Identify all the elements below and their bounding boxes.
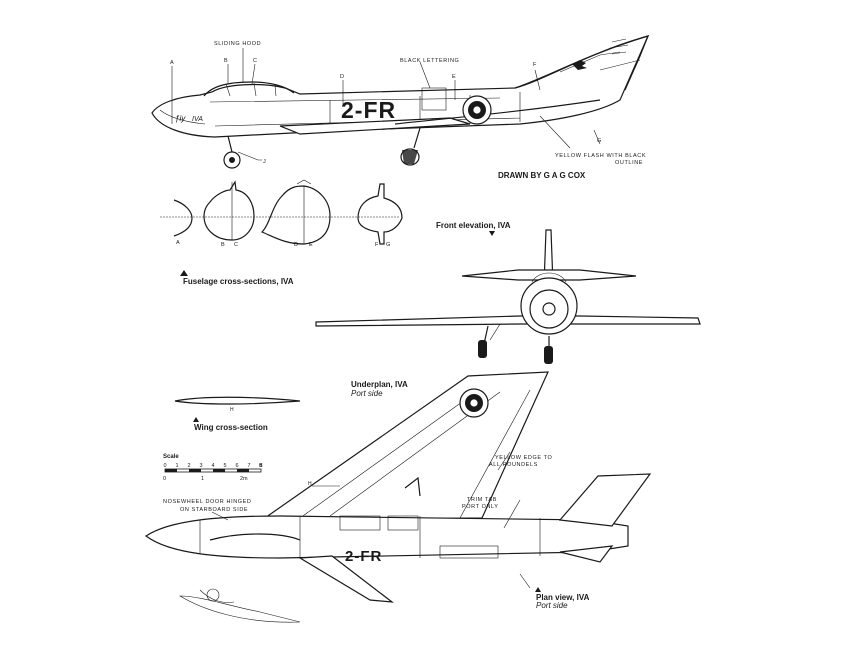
scale-ft-tick: 5 (224, 463, 227, 469)
side-letter-b: B (224, 58, 228, 64)
scale-ft-tick: 6 (236, 463, 239, 469)
section-letter-c: C (234, 242, 238, 248)
caption-marker-icon (180, 270, 188, 276)
section-a (173, 199, 193, 237)
label-trim-tab-1: TRIM TAB (467, 497, 497, 503)
plan-tailplane (558, 473, 652, 527)
plan-view-subcaption: Port side (536, 601, 568, 610)
plan-registration: 2-FR (345, 548, 382, 565)
section-d-e (260, 185, 331, 245)
plan-fuselage (144, 515, 629, 559)
scale-bar: Scale 0 1 2 3 4 5 6 7 8 ft 0 1 2m (163, 454, 263, 482)
front-elevation-caption: Front elevation, IVA (436, 221, 511, 230)
side-letter-j: J (263, 159, 266, 165)
wing-roundel-icon (459, 388, 489, 418)
label-sliding-hood: SLIDING HOOD (214, 41, 261, 47)
side-view: 2-FR ƒiy IVA SLIDING HOOD BLACK LETTERIN… (151, 35, 650, 169)
side-wing (279, 117, 471, 135)
section-letter-a: A (176, 240, 180, 246)
wing-section-caption: Wing cross-section (194, 423, 268, 432)
side-registration: 2-FR (341, 97, 396, 123)
plan-letter-h: H (308, 481, 312, 487)
wing-profile (174, 396, 301, 405)
scale-ft-tick: 4 (212, 463, 215, 469)
label-trim-tab-2: PORT ONLY (462, 504, 499, 510)
underplan-subcaption: Port side (351, 389, 383, 398)
credit-text: DRAWN BY G A G COX (498, 171, 586, 180)
side-tail-fin (514, 35, 650, 91)
nose-script: ƒiy (175, 114, 186, 123)
front-fuselage (520, 277, 578, 335)
label-nosewheel-door-1: NOSEWHEEL DOOR HINGED (163, 499, 252, 505)
label-black-lettering: BLACK LETTERING (400, 58, 459, 64)
front-wings (315, 315, 701, 327)
tail-emblem-icon (572, 60, 587, 70)
caption-marker-icon (193, 417, 199, 422)
label-yellow-edge-2: ALL ROUNDELS (489, 462, 538, 468)
caption-marker-icon (535, 587, 541, 592)
section-letter-b: B (221, 242, 225, 248)
scale-m-1: 1 (201, 476, 204, 482)
label-yellow-flash-2: OUTLINE (615, 160, 643, 166)
cross-sections-caption: Fuselage cross-sections, IVA (183, 277, 294, 286)
wing-letter-h: H (230, 407, 234, 413)
scale-m-0: 0 (163, 476, 166, 482)
plan-view-caption: Plan view, IVA (536, 593, 590, 602)
section-letter-d: D (294, 242, 298, 248)
scale-ft-tick: 2 (188, 463, 191, 469)
label-yellow-edge-1: YELLOW EDGE TO (495, 455, 553, 461)
section-b-c (203, 180, 255, 241)
scale-m-2: 2m (240, 476, 248, 482)
side-nose-gear (223, 135, 262, 169)
section-f-g (357, 183, 403, 245)
section-letter-e: E (309, 242, 313, 248)
front-view (315, 229, 701, 364)
side-roundel-icon (462, 95, 492, 125)
plan-wing (260, 371, 549, 521)
side-main-gear (400, 127, 421, 166)
scale-ft-tick: 3 (200, 463, 203, 469)
scale-ft-unit: ft (259, 463, 263, 469)
underplan-caption: Underplan, IVA (351, 380, 408, 389)
side-letter-g: G (597, 138, 601, 144)
caption-marker-icon (489, 231, 495, 236)
plan-view: 2-FR YELLOW EDGE TO ALL ROUNDELS NOSEWHE… (144, 371, 652, 623)
wing-section: H (174, 396, 301, 413)
side-letter-a: A (170, 60, 174, 66)
label-nosewheel-door-2: ON STARBOARD SIDE (180, 507, 248, 513)
label-yellow-flash-1: YELLOW FLASH WITH BLACK (555, 153, 646, 159)
scale-title: Scale (163, 454, 179, 460)
side-letter-e: E (452, 74, 456, 80)
side-letter-f: F (533, 62, 537, 68)
section-letter-f: F (375, 242, 379, 248)
scale-ft-tick: 8 (260, 463, 263, 469)
side-letter-c: C (253, 58, 257, 64)
nose-script-iva: IVA (192, 116, 203, 123)
scale-ft-tick: 0 (164, 463, 167, 469)
cross-sections: A B C D E F G (160, 179, 403, 248)
side-letter-d: D (340, 74, 344, 80)
section-letter-g: G (386, 242, 390, 248)
scale-ft-tick: 1 (176, 463, 179, 469)
scale-ft-tick: 7 (248, 463, 251, 469)
